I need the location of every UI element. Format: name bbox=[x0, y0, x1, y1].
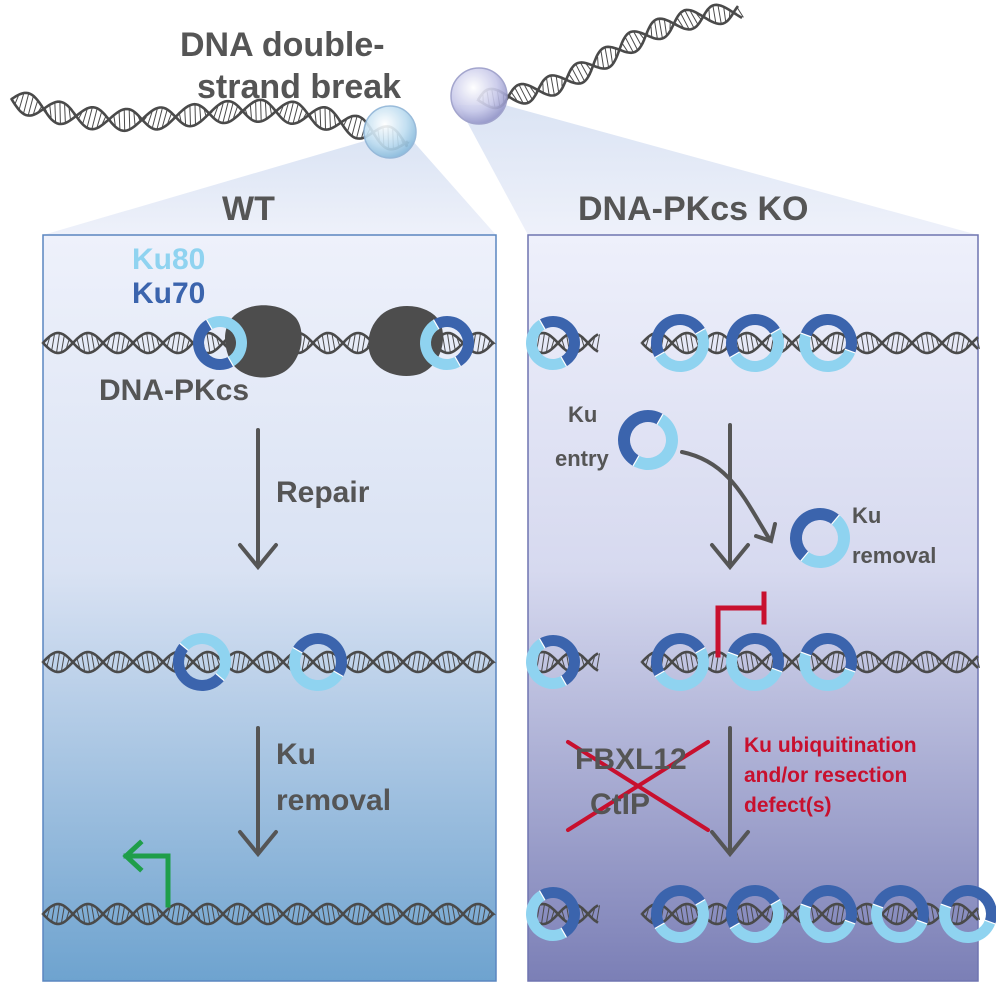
ko-ku-removal-label-1: Ku bbox=[852, 503, 882, 528]
wt-dna-row-3 bbox=[41, 902, 496, 926]
defect-label-2: and/or resection bbox=[744, 764, 908, 787]
top-dna-strand-left bbox=[9, 91, 410, 151]
ku-ring bbox=[799, 314, 857, 372]
wt-repair-arrow bbox=[238, 428, 278, 571]
fbxl12-label: FBXL12 bbox=[575, 743, 687, 776]
ku-rings-layer bbox=[173, 314, 996, 944]
ku-ring bbox=[799, 885, 857, 943]
wt-zoom-beam bbox=[43, 140, 496, 235]
green-transcription-arrow bbox=[122, 839, 171, 908]
dnapkcs-blob-right bbox=[368, 305, 444, 376]
red-block-symbol bbox=[715, 591, 767, 658]
ku-entry-label-1: Ku bbox=[568, 402, 598, 427]
dnapkcs-blob-left bbox=[225, 305, 302, 378]
top-dna-strand-right bbox=[476, 3, 744, 110]
break-zoom-bubble-left bbox=[363, 105, 417, 159]
ku-ring bbox=[799, 633, 857, 691]
ku-ring bbox=[289, 632, 347, 691]
ko-second-arrow bbox=[710, 726, 750, 858]
ku-ring bbox=[526, 887, 580, 941]
repair-label: Repair bbox=[276, 476, 370, 509]
wt-title: WT bbox=[222, 190, 275, 228]
ku70-legend: Ku70 bbox=[132, 277, 206, 310]
ku-ring bbox=[726, 314, 784, 373]
wt-ku-removal-arrow bbox=[238, 726, 278, 858]
ku-ring bbox=[651, 633, 709, 692]
ku-ring bbox=[526, 635, 580, 689]
dsb-label-line1: DNA double- bbox=[180, 26, 385, 64]
defect-label-3: defect(s) bbox=[744, 794, 832, 817]
ku-ring bbox=[939, 885, 996, 943]
ku-ring bbox=[651, 885, 709, 944]
ku-ring bbox=[726, 885, 784, 944]
ku-entry-ring bbox=[617, 410, 678, 470]
wt-dna-row-2 bbox=[41, 650, 496, 674]
ctip-label: CtIP bbox=[590, 788, 650, 821]
ku-removal-curve-arrow bbox=[680, 450, 777, 544]
dnapkcs-label: DNA-PKcs bbox=[99, 374, 250, 407]
red-cross bbox=[566, 740, 710, 832]
ku-ring bbox=[526, 316, 580, 370]
ko-ku-removal-label-2: removal bbox=[852, 543, 937, 568]
ko-zoom-beam bbox=[458, 105, 978, 235]
break-zoom-bubble-right bbox=[450, 67, 508, 125]
ko-main-arrow bbox=[710, 423, 750, 571]
wt-ku-removal-label-2: removal bbox=[276, 784, 392, 817]
ko-title: DNA-PKcs KO bbox=[578, 190, 809, 228]
ku-entry-label-2: entry bbox=[555, 446, 609, 471]
ku80-legend: Ku80 bbox=[132, 243, 206, 276]
ku-ring bbox=[726, 633, 784, 691]
ku-ring bbox=[651, 314, 709, 373]
ku-removal-ring bbox=[790, 508, 850, 568]
ku-ring bbox=[193, 316, 247, 370]
dsb-label-line2: strand break bbox=[197, 68, 402, 106]
defect-label-1: Ku ubiquitination bbox=[744, 734, 917, 757]
ku-ring bbox=[871, 885, 929, 943]
wt-ku-removal-label-1: Ku bbox=[276, 738, 316, 771]
ku-ring bbox=[420, 316, 474, 370]
ku-ring bbox=[173, 633, 231, 691]
